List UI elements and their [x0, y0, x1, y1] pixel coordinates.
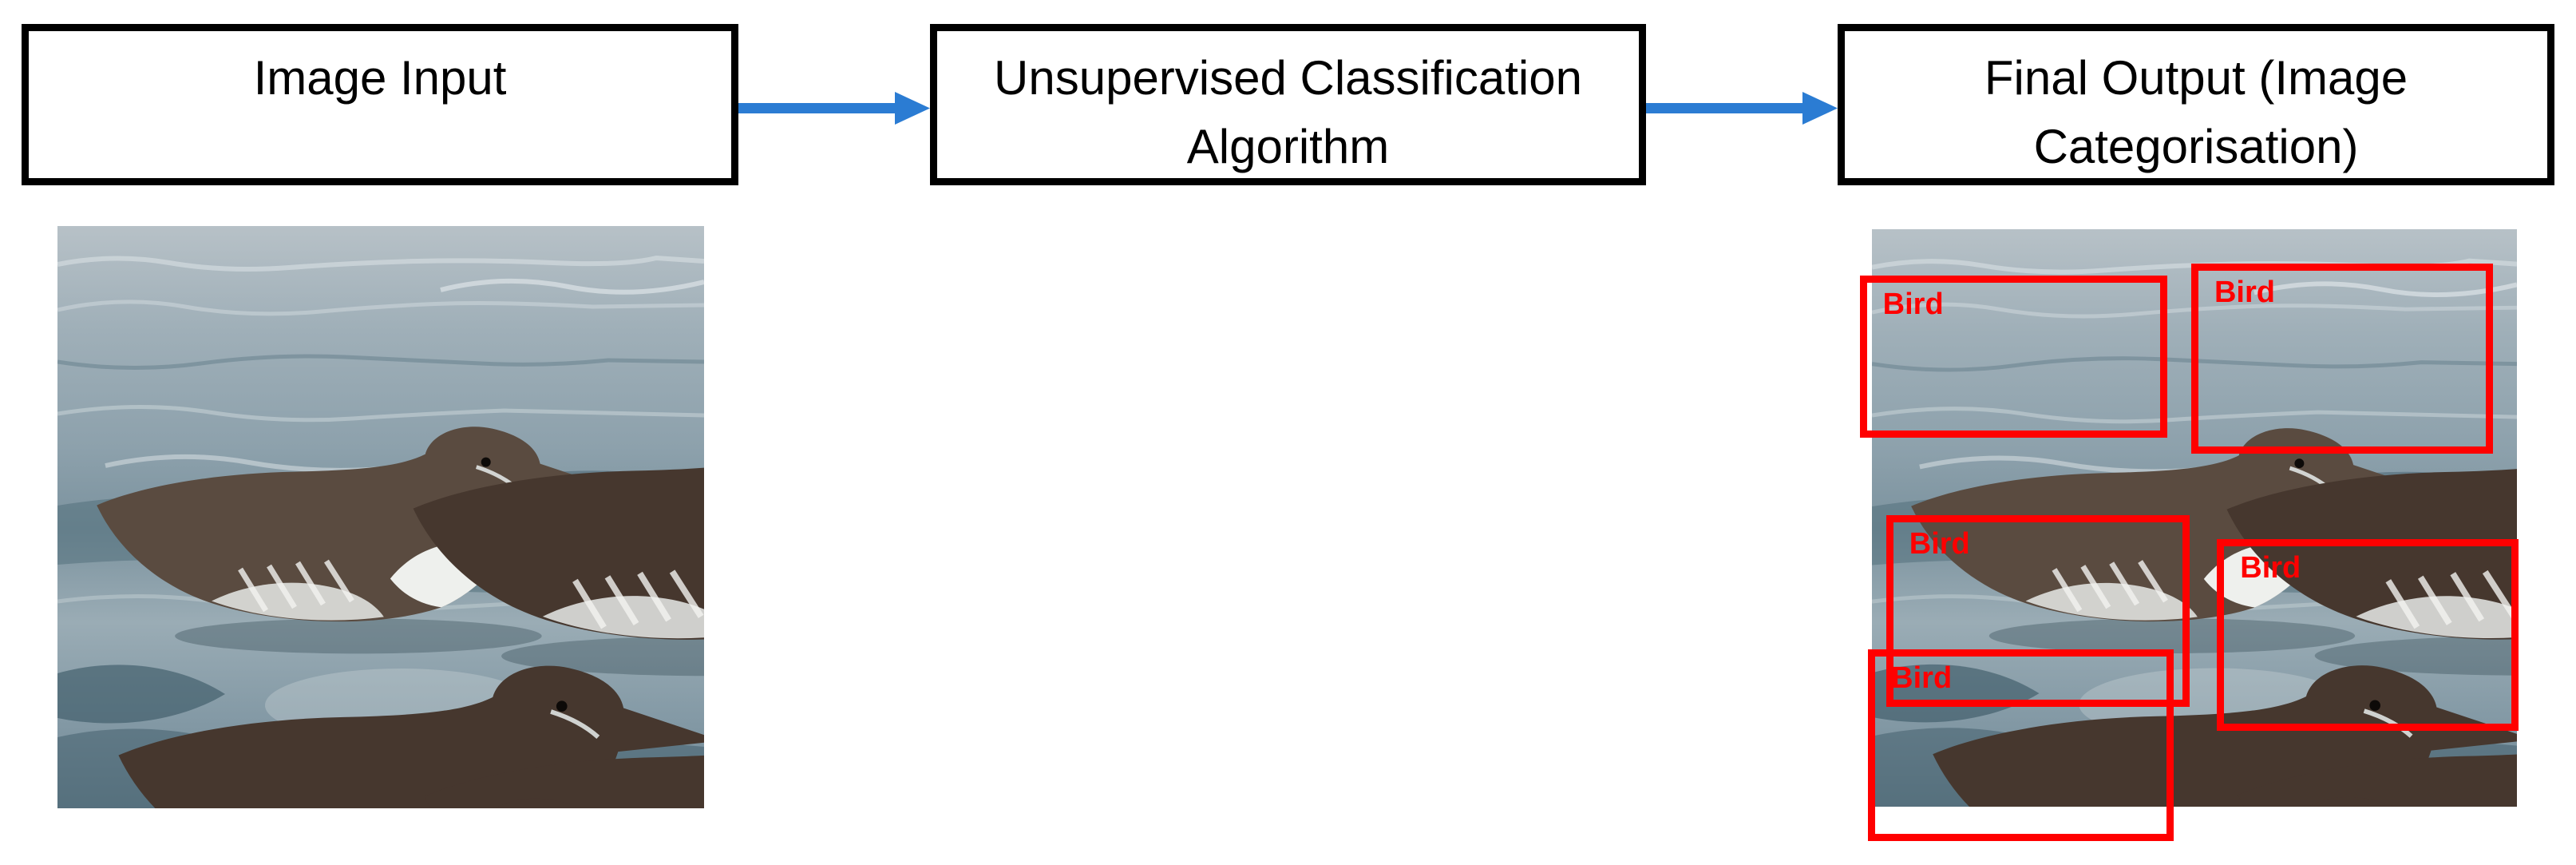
seabirds-photo [57, 226, 704, 808]
bird-label: Bird [1909, 526, 1970, 561]
input-photo [57, 226, 704, 808]
bird-bounding-box: Bird [2217, 539, 2519, 732]
flow-box-label: Image Input [253, 51, 507, 105]
flow-arrow-1 [738, 92, 930, 125]
flow-box-label: Final Output (Image Categorisation) [1984, 51, 2408, 173]
bird-label: Bird [1891, 661, 1953, 696]
flow-box-image-input: Image Input [22, 24, 738, 185]
flow-box-unsupervised-classification-algorithm: Unsupervised Classification Algorithm [930, 24, 1646, 185]
bird-bounding-box: Bird [1868, 649, 2174, 841]
bird-bounding-box: Bird [1859, 275, 2168, 438]
flow-box-final-output: Final Output (Image Categorisation) [1838, 24, 2554, 185]
bird-label: Bird [2214, 275, 2275, 309]
bird-label: Bird [2240, 551, 2301, 585]
bird-bounding-box: Bird [1886, 514, 2190, 707]
flow-arrow-2 [1646, 92, 1838, 125]
bird-bounding-box: Bird [2190, 263, 2494, 454]
flow-box-label: Unsupervised Classification Algorithm [994, 51, 1582, 173]
bird-label: Bird [1882, 287, 1944, 321]
